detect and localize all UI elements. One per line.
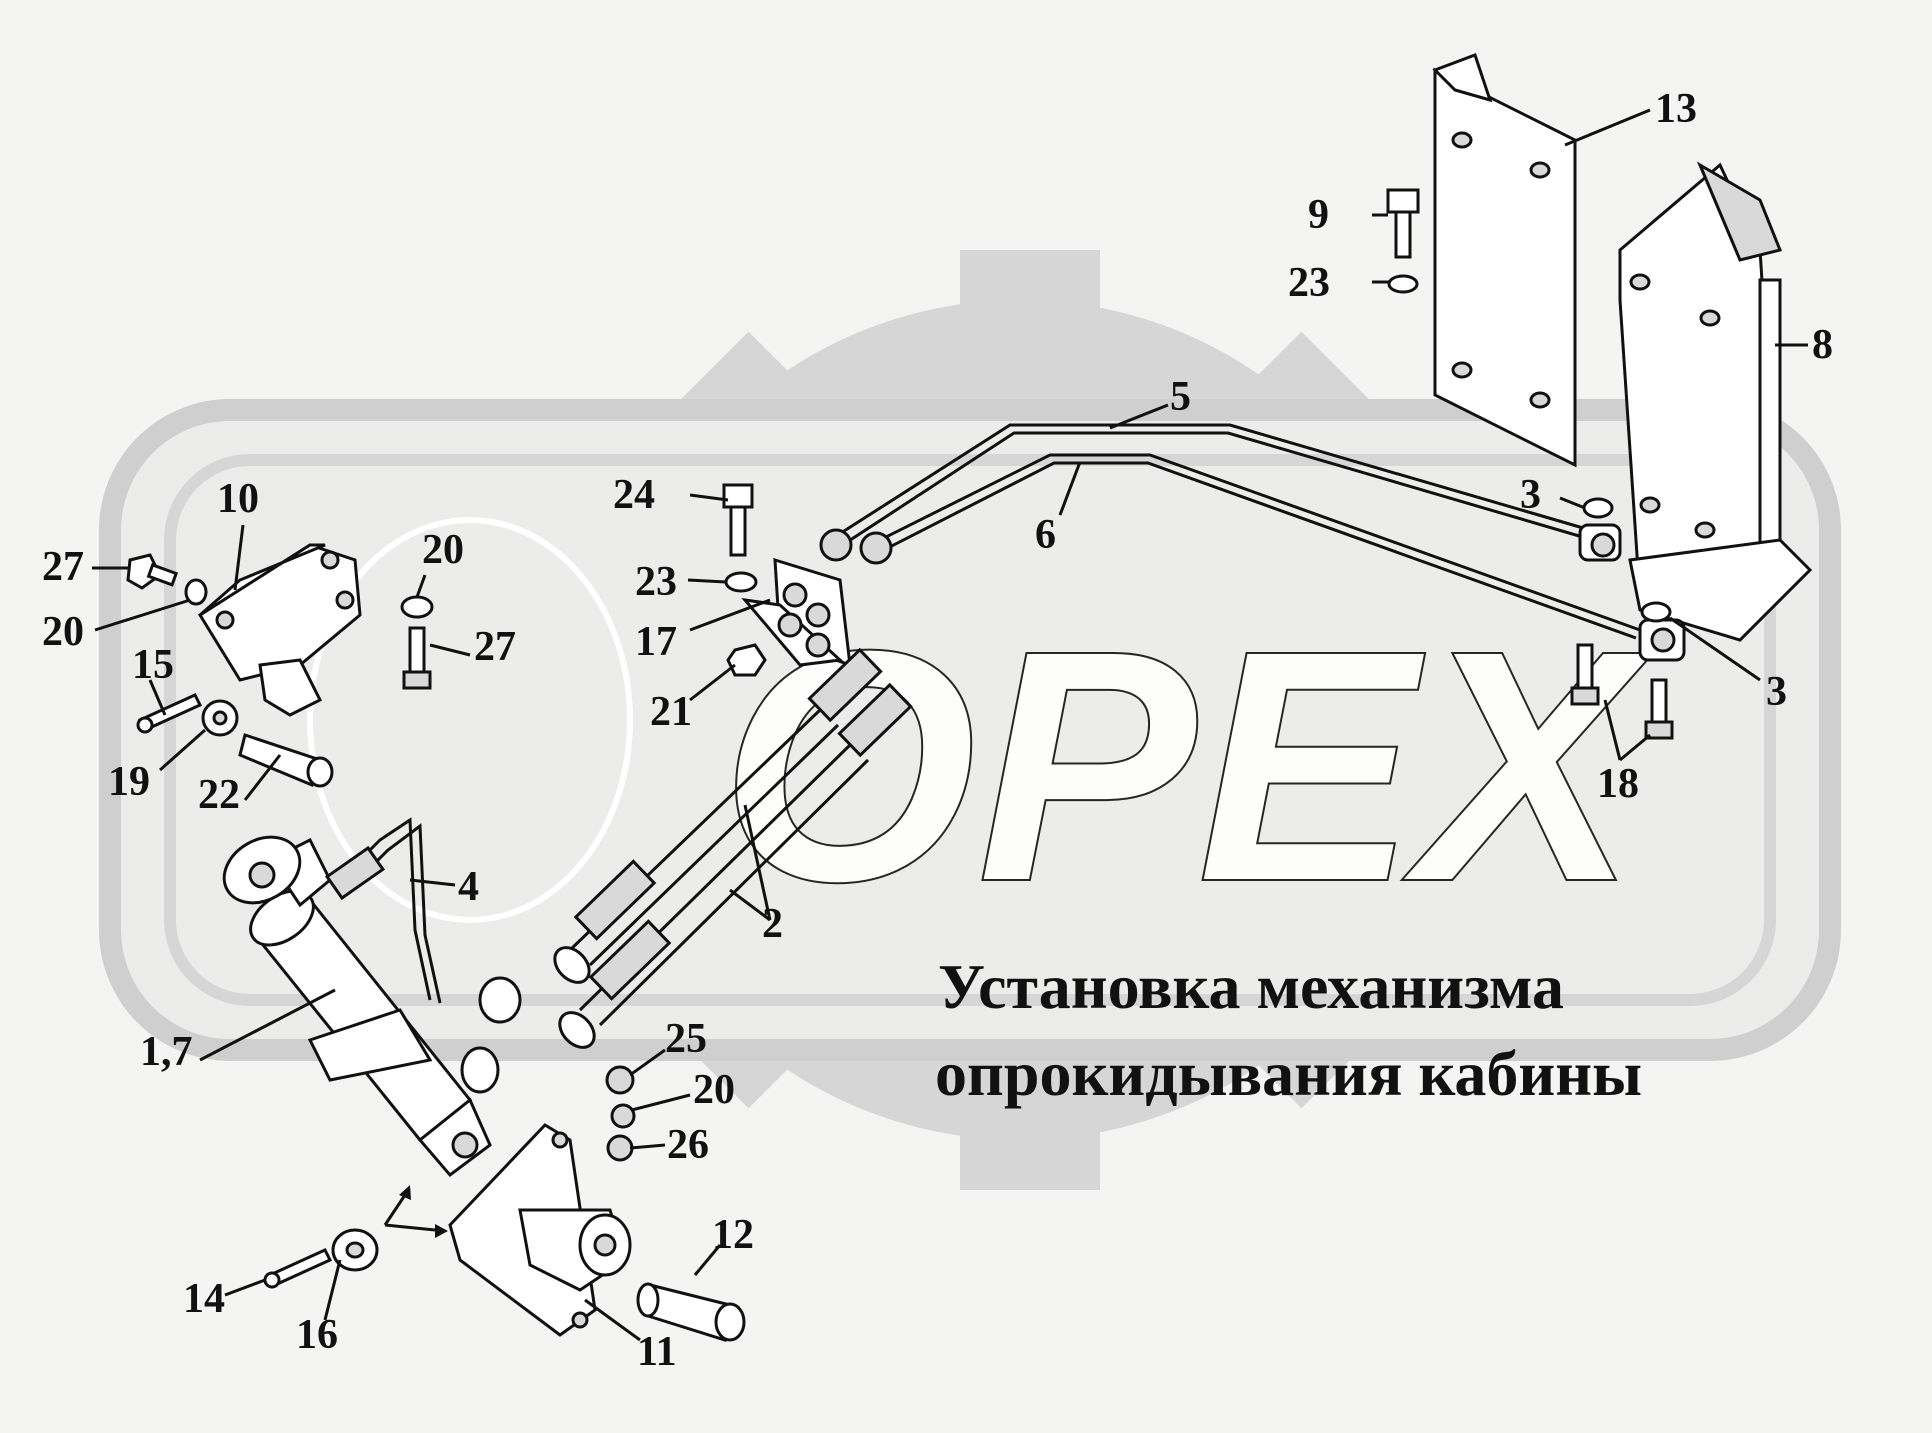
- washer-part-20: [610, 1103, 636, 1129]
- callout-1-7: 1,7: [140, 1029, 193, 1075]
- callout-24: 24: [613, 472, 655, 518]
- callout-5: 5: [1170, 374, 1191, 420]
- washer-part-3: [1640, 601, 1672, 623]
- bracket-part-11: [448, 1123, 632, 1337]
- bolt-part-9: [1386, 188, 1420, 259]
- plate-part-13: [1432, 53, 1577, 468]
- callout-20: 20: [422, 527, 464, 573]
- leader-lines: [92, 108, 1808, 1342]
- bolt-part-26: [606, 1134, 634, 1162]
- title-line-2: опрокидывания кабины: [935, 1038, 1642, 1109]
- title-line-1: Установка механизма: [938, 951, 1564, 1022]
- washer-part-16: [331, 1228, 379, 1272]
- washer-part-19: [201, 699, 239, 737]
- callout-9: 9: [1308, 192, 1329, 238]
- watermark-letter-o: [307, 517, 633, 923]
- callout-14: 14: [183, 1276, 225, 1322]
- bracket-part-8: [1618, 161, 1813, 642]
- callout-11: 11: [637, 1329, 677, 1375]
- pipe-nut-icon: [859, 531, 893, 565]
- watermark-text: OPEX: [720, 581, 1654, 950]
- pin-part-15: [136, 693, 203, 734]
- pipe-nut-icon: [819, 528, 853, 562]
- callout-18: 18: [1597, 761, 1639, 807]
- diagram-title: Установка механизма опрокидывания кабины: [935, 951, 1642, 1109]
- bracket-part-17: [741, 557, 852, 668]
- callout-12: 12: [712, 1212, 754, 1258]
- pipe-part-6: [869, 453, 1641, 640]
- bracket-part-10: [197, 543, 362, 717]
- watermark-frame: [99, 399, 1841, 1061]
- callout-27: 27: [42, 544, 84, 590]
- washer-part-20: [184, 578, 208, 606]
- callout-4: 4: [458, 864, 479, 910]
- nut-part-25: [605, 1065, 635, 1095]
- bolt-part-24: [722, 483, 754, 557]
- pin-part-12: [636, 1282, 746, 1342]
- pipe-part-4: [324, 817, 442, 1004]
- callout-27: 27: [474, 624, 516, 670]
- nut-part-21: [726, 643, 767, 677]
- washer-part-23: [1387, 274, 1419, 294]
- callout-23: 23: [635, 559, 677, 605]
- callout-25: 25: [665, 1016, 707, 1062]
- callout-20: 20: [42, 609, 84, 655]
- washer-part-23: [724, 571, 758, 593]
- banjo-fitting-lower: [1638, 618, 1686, 662]
- callout-17: 17: [635, 619, 677, 665]
- callout-19: 19: [108, 759, 150, 805]
- callout-23: 23: [1288, 260, 1330, 306]
- bolt-part-18: [1570, 643, 1674, 740]
- callout-26: 26: [667, 1122, 709, 1168]
- callout-10: 10: [217, 476, 259, 522]
- washer-part-20: [400, 595, 434, 619]
- bolt-part-27-right: [402, 626, 432, 690]
- callout-21: 21: [650, 689, 692, 735]
- callout-8: 8: [1812, 322, 1833, 368]
- banjo-fitting-upper: [1578, 523, 1622, 562]
- callout-20: 20: [693, 1067, 735, 1113]
- callout-13: 13: [1655, 86, 1697, 132]
- washer-part-3: [1582, 497, 1614, 519]
- callout-3: 3: [1520, 472, 1541, 518]
- callout-16: 16: [296, 1312, 338, 1358]
- pin-part-22: [238, 733, 334, 788]
- arrow-icon: [383, 1185, 448, 1238]
- hose-part-2: [553, 647, 913, 1049]
- callout-2: 2: [762, 901, 783, 947]
- callout-3: 3: [1766, 669, 1787, 715]
- watermark-logo: OPEX: [99, 250, 1841, 1190]
- callout-labels: 13 9 23 8 5 6 3 3 24 23 17 21 10 27 20 2…: [42, 86, 1833, 1375]
- bolt-part-27-left: [126, 553, 179, 590]
- pin-part-14: [263, 1248, 333, 1289]
- callout-22: 22: [198, 772, 240, 818]
- callout-15: 15: [132, 642, 174, 688]
- cylinder-part-1-7: [222, 835, 522, 1178]
- callout-6: 6: [1035, 512, 1056, 558]
